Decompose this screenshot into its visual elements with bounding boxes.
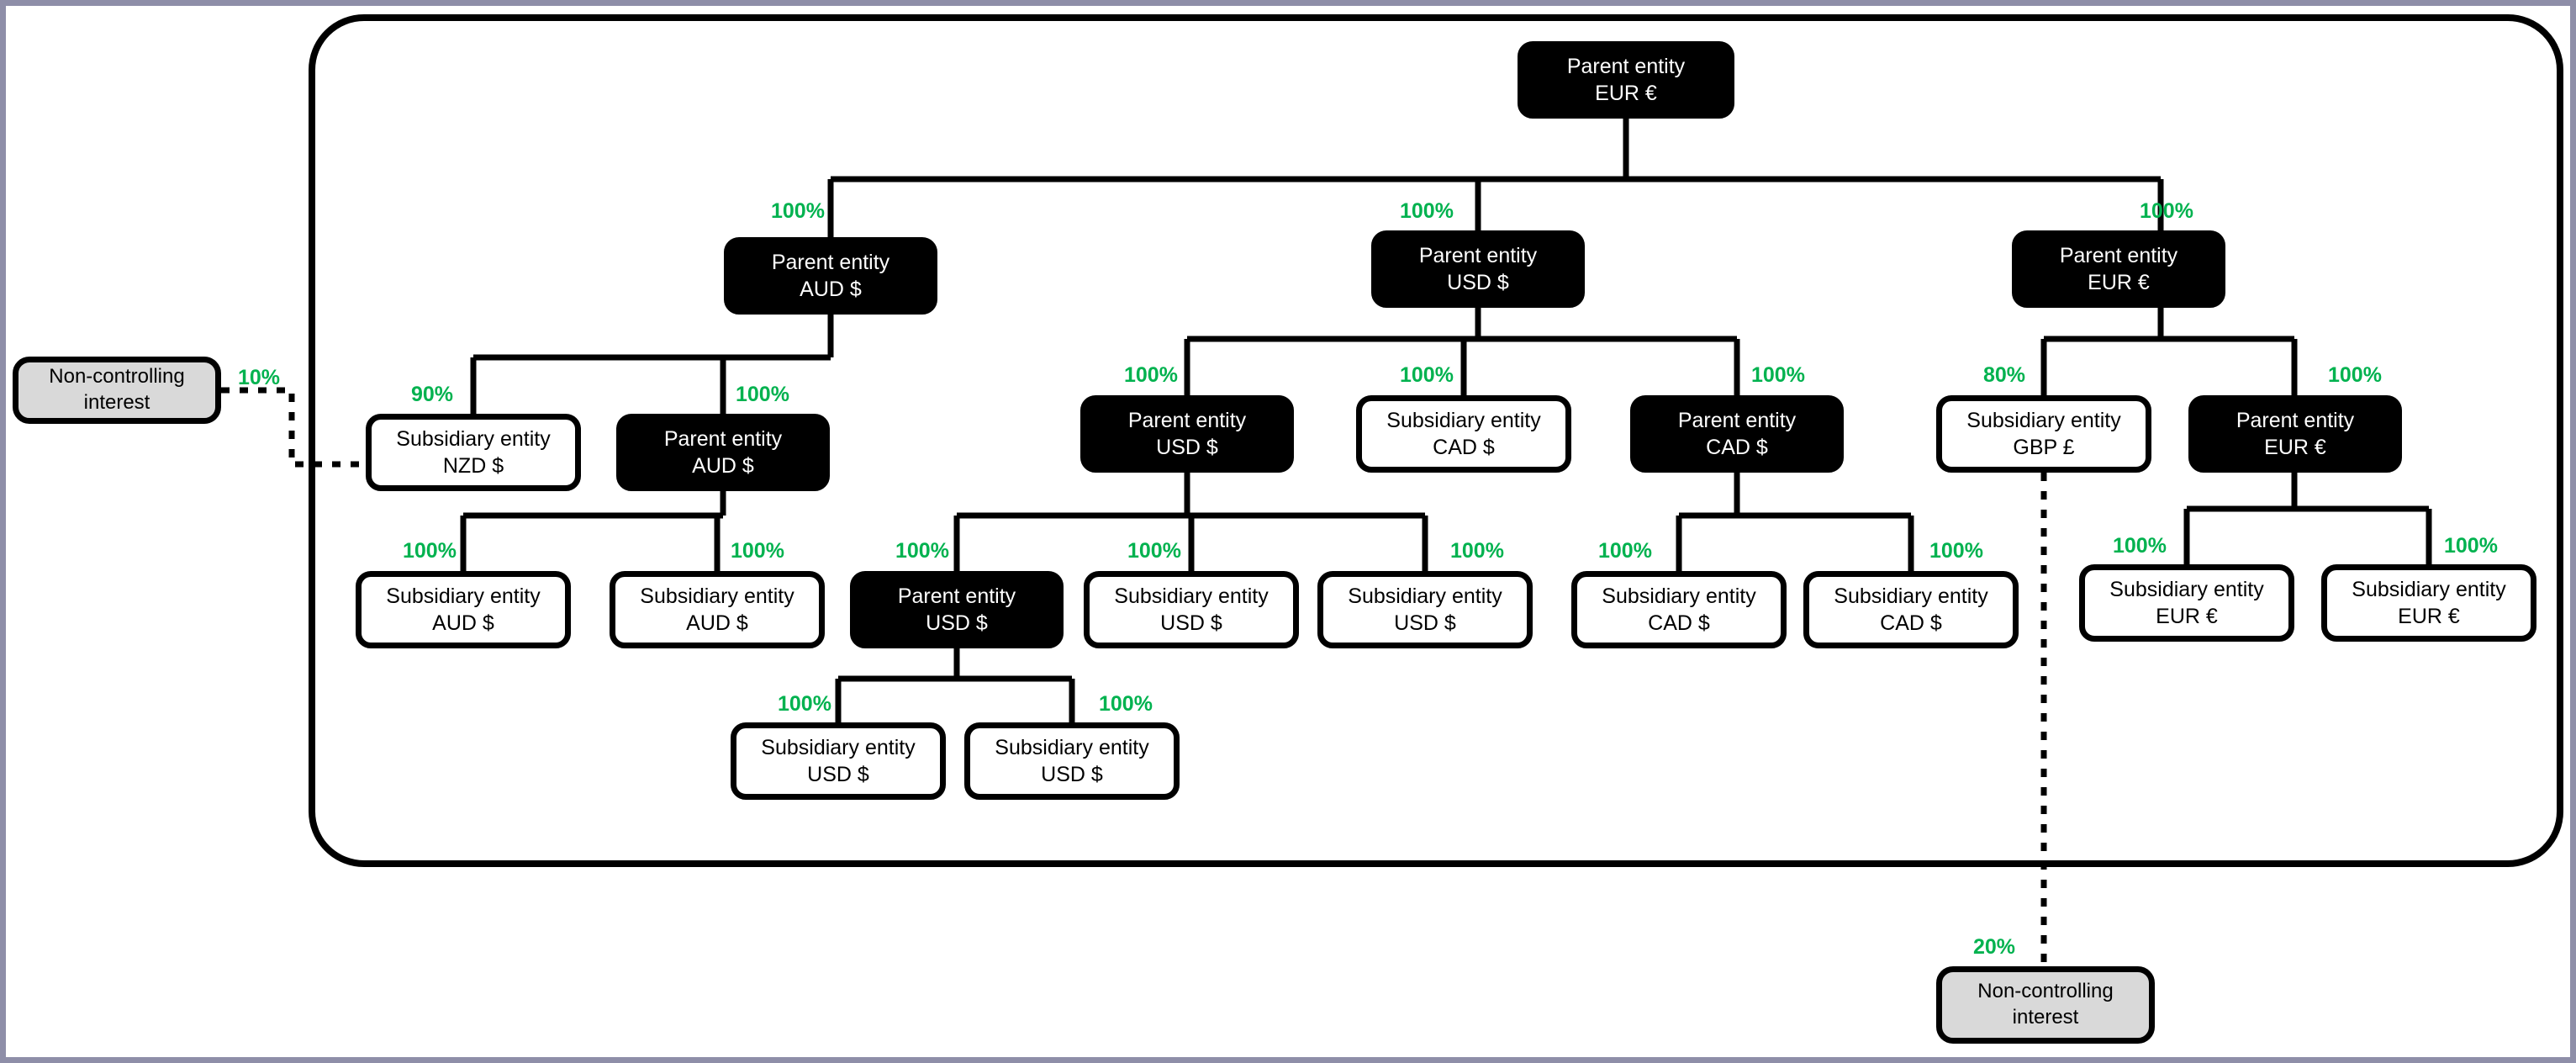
node-subsidiary-usd-3[interactable]: Subsidiary entity USD $ (731, 722, 946, 800)
node-line2: interest (2012, 1006, 2079, 1029)
node-line1: Parent entity (1127, 409, 1247, 432)
node-subsidiary-usd-4[interactable]: Subsidiary entity USD $ (964, 722, 1180, 800)
percent-label-subsidiary-usd-1: 100% (1127, 539, 1181, 563)
percent-label-subsidiary-nzd: 90% (411, 383, 454, 406)
node-subsidiary-eur-2[interactable]: Subsidiary entity EUR € (2321, 564, 2536, 642)
node-subsidiary-aud-1[interactable]: Subsidiary entity AUD $ (356, 571, 571, 648)
node-line2: AUD $ (686, 611, 748, 635)
node-subsidiary-usd-1[interactable]: Subsidiary entity USD $ (1084, 571, 1299, 648)
node-line1: Subsidiary entity (1114, 584, 1269, 608)
node-non-controlling-interest-left[interactable]: Non-controlling interest (13, 357, 221, 424)
connector-layer (221, 14, 2563, 966)
node-line1: Parent entity (771, 251, 890, 274)
consolidated-group-boundary (309, 14, 2563, 867)
node-line1: Subsidiary entity (995, 736, 1149, 759)
node-line2: EUR € (2398, 605, 2460, 628)
node-parent-aud-level2[interactable]: Parent entity AUD $ (616, 414, 830, 491)
percent-label-subsidiary-aud-1: 100% (403, 539, 457, 563)
node-line1: Parent entity (1566, 55, 1686, 78)
node-subsidiary-cad-1[interactable]: Subsidiary entity CAD $ (1571, 571, 1787, 648)
node-line2: GBP £ (2013, 436, 2075, 459)
node-line2: USD $ (1394, 611, 1456, 635)
node-line1: Parent entity (1418, 244, 1538, 267)
node-subsidiary-cad-2[interactable]: Subsidiary entity CAD $ (1803, 571, 2019, 648)
node-line1: Parent entity (663, 427, 783, 451)
percent-label-parent-usd-level2: 100% (1124, 363, 1178, 387)
percent-label-nci-left: 10% (238, 366, 281, 389)
node-line1: Parent entity (897, 584, 1016, 608)
node-line1: Subsidiary entity (1834, 584, 1988, 608)
percent-label-subsidiary-gbp: 80% (1983, 363, 2026, 387)
percent-label-subsidiary-cad-1: 100% (1598, 539, 1652, 563)
node-line1: Non-controlling (1977, 980, 2114, 1003)
percent-label-subsidiary-aud-2: 100% (731, 539, 784, 563)
node-line2: AUD $ (692, 454, 754, 478)
percent-label-parent-eur: 100% (2140, 199, 2193, 223)
node-line2: interest (83, 391, 150, 414)
node-line2: EUR € (2156, 605, 2218, 628)
node-subsidiary-eur-1[interactable]: Subsidiary entity EUR € (2079, 564, 2294, 642)
edge-nci-left (221, 387, 366, 468)
node-line1: Subsidiary entity (396, 427, 551, 451)
node-parent-cad[interactable]: Parent entity CAD $ (1630, 395, 1844, 473)
node-line1: Subsidiary entity (1966, 409, 2121, 432)
node-line2: EUR € (1595, 82, 1657, 105)
node-line1: Subsidiary entity (1386, 409, 1541, 432)
percent-label-subsidiary-cad-2: 100% (1929, 539, 1983, 563)
percent-label-parent-cad: 100% (1751, 363, 1805, 387)
node-line2: AUD $ (800, 278, 862, 301)
percent-label-subsidiary-cad-level2: 100% (1400, 363, 1454, 387)
node-line1: Subsidiary entity (640, 584, 794, 608)
node-line2: USD $ (926, 611, 988, 635)
percent-label-parent-usd-level3: 100% (895, 539, 949, 563)
percent-label-subsidiary-eur-2: 100% (2444, 534, 2498, 558)
node-line2: USD $ (1160, 611, 1222, 635)
node-root-parent-eur[interactable]: Parent entity EUR € (1518, 41, 1734, 119)
node-subsidiary-aud-2[interactable]: Subsidiary entity AUD $ (610, 571, 825, 648)
node-subsidiary-nzd[interactable]: Subsidiary entity NZD $ (366, 414, 581, 491)
percent-label-subsidiary-usd-3: 100% (778, 692, 831, 716)
node-line2: USD $ (807, 763, 869, 786)
node-parent-eur-level1[interactable]: Parent entity EUR € (2012, 230, 2225, 308)
node-line1: Non-controlling (49, 365, 185, 389)
percent-label-parent-usd: 100% (1400, 199, 1454, 223)
node-line2: USD $ (1156, 436, 1218, 459)
node-subsidiary-cad-level2[interactable]: Subsidiary entity CAD $ (1356, 395, 1571, 473)
percent-label-subsidiary-usd-2: 100% (1450, 539, 1504, 563)
node-line1: Subsidiary entity (2352, 578, 2506, 601)
percent-label-nci-bottom: 20% (1973, 935, 2016, 959)
node-parent-usd-level3[interactable]: Parent entity USD $ (850, 571, 1064, 648)
node-parent-eur-level2[interactable]: Parent entity EUR € (2188, 395, 2402, 473)
node-line1: Parent entity (1677, 409, 1797, 432)
node-line2: AUD $ (432, 611, 494, 635)
node-line2: CAD $ (1880, 611, 1942, 635)
percent-label-subsidiary-eur-1: 100% (2113, 534, 2167, 558)
node-line1: Subsidiary entity (386, 584, 541, 608)
node-line1: Subsidiary entity (761, 736, 916, 759)
node-subsidiary-gbp[interactable]: Subsidiary entity GBP £ (1936, 395, 2151, 473)
node-line1: Parent entity (2059, 244, 2178, 267)
node-line2: CAD $ (1706, 436, 1768, 459)
node-non-controlling-interest-bottom[interactable]: Non-controlling interest (1936, 966, 2155, 1044)
percent-label-parent-eur-level2: 100% (2328, 363, 2382, 387)
node-line1: Subsidiary entity (2109, 578, 2264, 601)
node-line2: USD $ (1041, 763, 1103, 786)
node-line1: Parent entity (2236, 409, 2355, 432)
node-line2: CAD $ (1433, 436, 1495, 459)
percent-label-subsidiary-usd-4: 100% (1099, 692, 1153, 716)
node-parent-aud[interactable]: Parent entity AUD $ (724, 237, 937, 315)
node-line1: Subsidiary entity (1348, 584, 1502, 608)
node-line2: NZD $ (442, 454, 504, 478)
node-line2: EUR € (2264, 436, 2326, 459)
node-parent-usd[interactable]: Parent entity USD $ (1371, 230, 1585, 308)
node-subsidiary-usd-2[interactable]: Subsidiary entity USD $ (1317, 571, 1533, 648)
node-parent-usd-level2[interactable]: Parent entity USD $ (1080, 395, 1294, 473)
node-line2: EUR € (2088, 271, 2150, 294)
node-line2: USD $ (1447, 271, 1509, 294)
percent-label-parent-aud-level2: 100% (736, 383, 789, 406)
percent-label-parent-aud: 100% (771, 199, 825, 223)
node-line2: CAD $ (1648, 611, 1710, 635)
node-line1: Subsidiary entity (1602, 584, 1756, 608)
